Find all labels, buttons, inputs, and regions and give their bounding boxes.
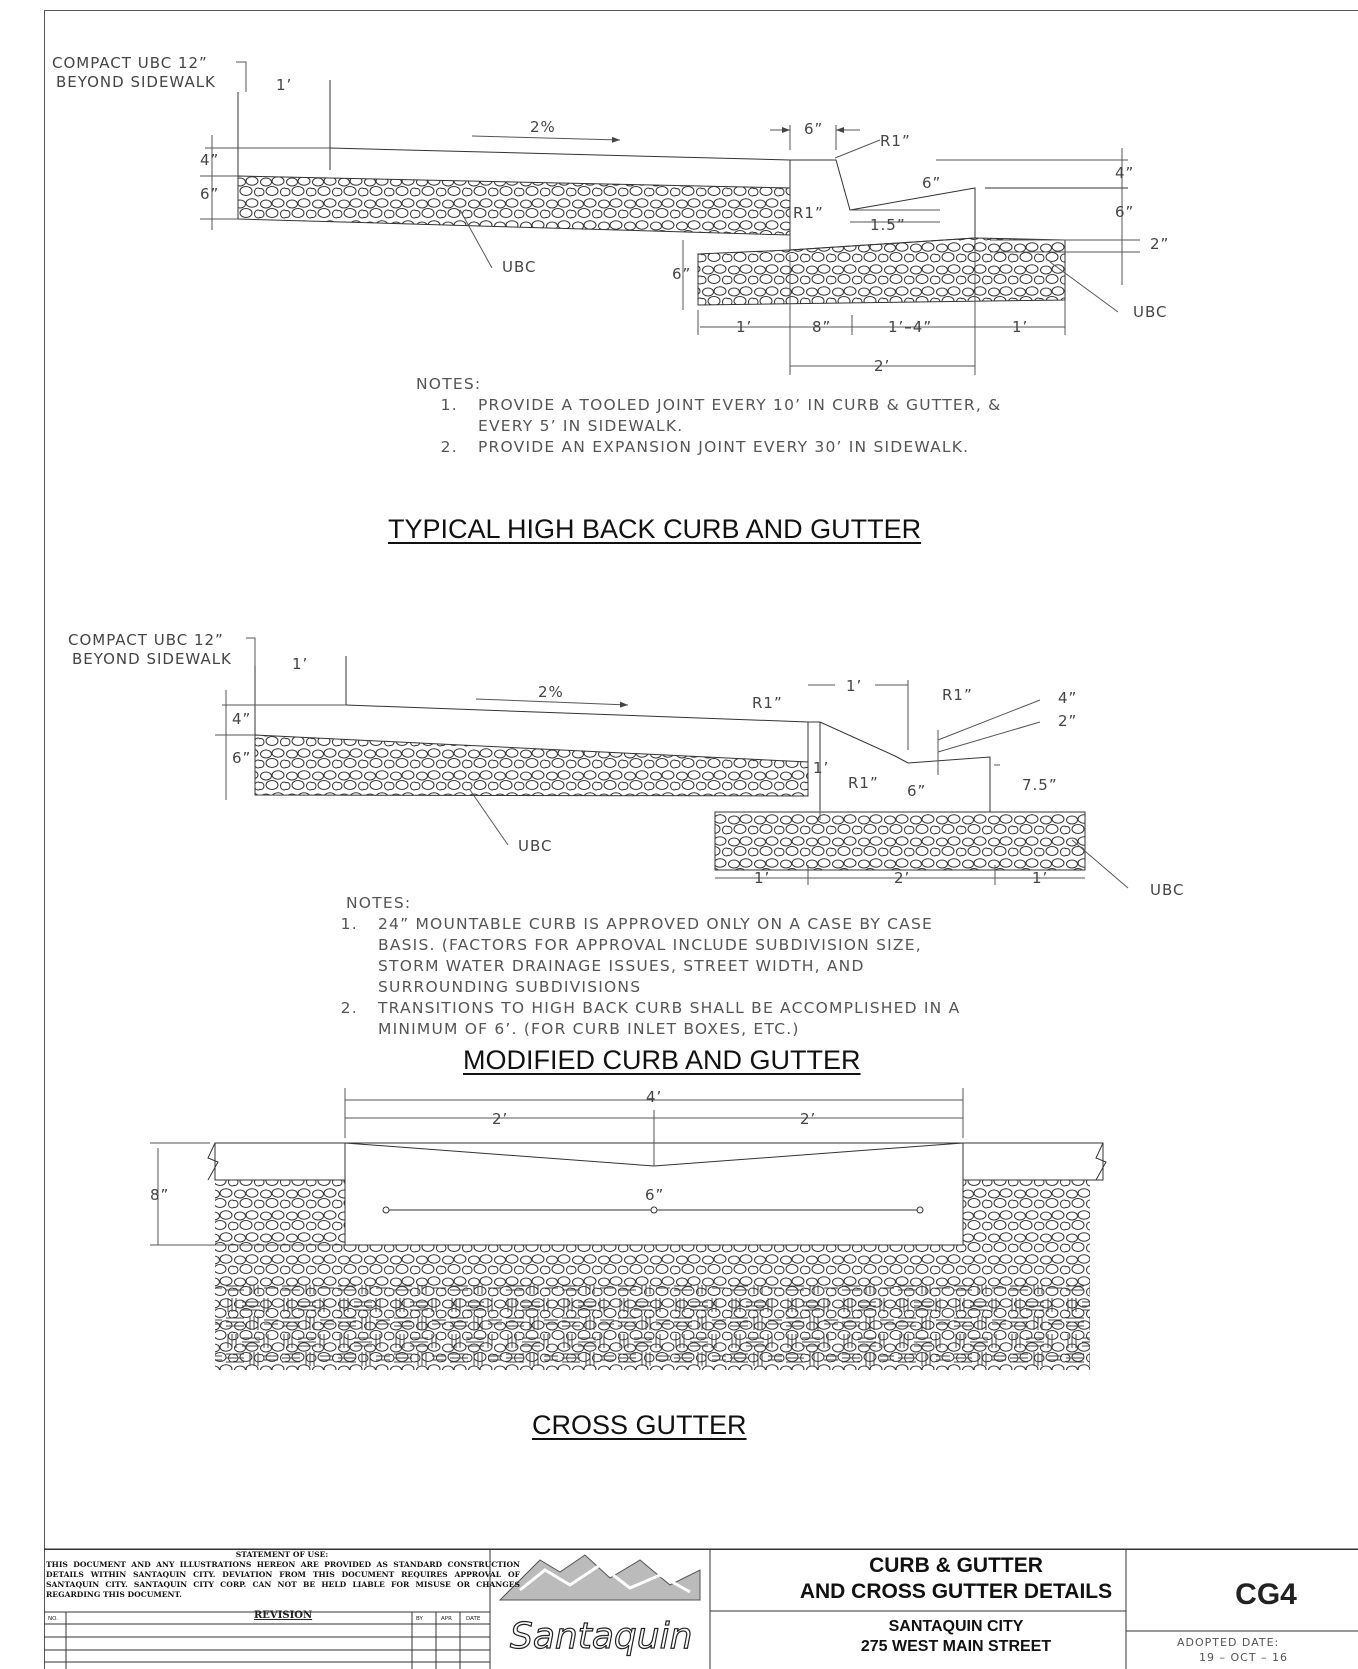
detail-title-1: TYPICAL HIGH BACK CURB AND GUTTER bbox=[388, 514, 922, 544]
dim2-b2: 2’ bbox=[894, 869, 910, 887]
dim2-six: 6” bbox=[907, 782, 926, 800]
note-item: TRANSITIONS TO HIGH BACK CURB SHALL BE A… bbox=[364, 998, 986, 1040]
detail-1-labels: COMPACT UBC 12” BEYOND SIDEWALK 1’ 2% 4”… bbox=[52, 54, 1169, 375]
note-item: 24” MOUNTABLE CURB IS APPROVED ONLY ON A… bbox=[364, 914, 986, 998]
title-block: STATEMENT OF USE: THIS DOCUMENT AND ANY … bbox=[44, 1549, 1358, 1669]
dim2-1ft: 1’ bbox=[292, 655, 308, 673]
dim2-4in: 4” bbox=[232, 710, 251, 728]
rev-col-apr: APR bbox=[441, 1616, 452, 1622]
detail-2-drawing bbox=[215, 637, 1129, 889]
dim2-top-1: 1’ bbox=[846, 677, 862, 695]
detail-2-labels: COMPACT UBC 12” BEYOND SIDEWALK 1’ 2% 4”… bbox=[68, 631, 1184, 899]
dim3-depth: 8” bbox=[150, 1186, 169, 1204]
detail-3-labels: 4’ 2’ 2’ 8” 6” bbox=[150, 1088, 816, 1204]
logo-wordmark: Santaquin bbox=[510, 1616, 692, 1657]
callout2-line-2: BEYOND SIDEWALK bbox=[72, 650, 232, 668]
dim2-b1r: 1’ bbox=[1032, 869, 1048, 887]
adopted-label: ADOPTED DATE: bbox=[1177, 1636, 1280, 1649]
note-item: PROVIDE A TOOLED JOINT EVERY 10’ IN CURB… bbox=[464, 395, 1056, 437]
dim-4in: 4” bbox=[200, 151, 219, 169]
ubc2-label-right: UBC bbox=[1150, 881, 1184, 899]
sheet-code: CG4 bbox=[1235, 1578, 1297, 1611]
notes-detail-1: NOTES: PROVIDE A TOOLED JOINT EVERY 10’ … bbox=[416, 374, 1056, 458]
dim-base-6: 6” bbox=[672, 265, 691, 283]
ubc-label-left: UBC bbox=[502, 258, 536, 276]
slope2-label: 2% bbox=[538, 683, 564, 701]
city-address: 275 WEST MAIN STREET bbox=[860, 1638, 1052, 1655]
radius2-a: R1” bbox=[752, 694, 783, 712]
revision-heading: REVISION bbox=[254, 1610, 313, 1621]
city-name: SANTAQUIN CITY bbox=[888, 1618, 1024, 1635]
dim-right-2: 2” bbox=[1150, 235, 1169, 253]
dim-curb-top: 6” bbox=[804, 120, 823, 138]
radius2-b: R1” bbox=[942, 686, 973, 704]
ubc-label-right: UBC bbox=[1133, 303, 1167, 321]
rev-col-date: DATE bbox=[466, 1616, 481, 1622]
statement-heading: STATEMENT OF USE: bbox=[235, 1550, 329, 1559]
notes-detail-2: NOTES: 24” MOUNTABLE CURB IS APPROVED ON… bbox=[346, 893, 986, 1040]
dim2-right-4: 4” bbox=[1058, 689, 1077, 707]
dim2-seven-half: 7.5” bbox=[1022, 776, 1058, 794]
detail-3-drawing bbox=[150, 1088, 1107, 1370]
dim-gutter: 6” bbox=[922, 174, 941, 192]
drawing-sheet bbox=[44, 10, 1358, 1669]
callout2-line-1: COMPACT UBC 12” bbox=[68, 631, 224, 649]
dim-b8: 8” bbox=[812, 318, 831, 336]
sheet-title-2: AND CROSS GUTTER DETAILS bbox=[799, 1580, 1113, 1603]
rev-col-by: BY bbox=[416, 1616, 423, 1622]
detail-title-2: MODIFIED CURB AND GUTTER bbox=[463, 1045, 861, 1075]
radius-top: R1” bbox=[880, 132, 911, 150]
callout-line-2: BEYOND SIDEWALK bbox=[56, 73, 216, 91]
dim3-right: 2’ bbox=[800, 1110, 816, 1128]
slope-label: 2% bbox=[530, 118, 556, 136]
dim2-right-2: 2” bbox=[1058, 712, 1077, 730]
dim2-b1: 1’ bbox=[754, 869, 770, 887]
adopted-date: 19 – OCT – 16 bbox=[1199, 1651, 1289, 1664]
dim-1-5in: 1.5” bbox=[870, 216, 906, 234]
dim2-6in: 6” bbox=[232, 749, 251, 767]
statement-of-use: STATEMENT OF USE: THIS DOCUMENT AND ANY … bbox=[44, 1550, 520, 1622]
callout-line-1: COMPACT UBC 12” bbox=[52, 54, 208, 72]
detail-1-drawing bbox=[200, 61, 1140, 375]
dim2-height-1: 1’ bbox=[813, 759, 829, 777]
radius-low: R1” bbox=[793, 204, 824, 222]
dim3-left: 2’ bbox=[492, 1110, 508, 1128]
dim-6in: 6” bbox=[200, 185, 219, 203]
sheet-title-1: CURB & GUTTER bbox=[869, 1554, 1043, 1577]
dim-1ft: 1’ bbox=[276, 76, 292, 94]
rev-col-no: NO. bbox=[48, 1616, 58, 1622]
detail-title-3: CROSS GUTTER bbox=[532, 1410, 747, 1440]
note-item: PROVIDE AN EXPANSION JOINT EVERY 30’ IN … bbox=[464, 437, 1056, 458]
dim-right-4: 4” bbox=[1115, 164, 1134, 182]
dim-b1r: 1’ bbox=[1012, 318, 1028, 336]
santaquin-logo: Santaquin bbox=[498, 1554, 701, 1658]
dim3-dip: 6” bbox=[645, 1186, 664, 1204]
ubc2-label-left: UBC bbox=[518, 837, 552, 855]
dim-b14: 1’–4” bbox=[888, 318, 932, 336]
radius2-c: R1” bbox=[848, 774, 879, 792]
dim3-total: 4’ bbox=[646, 1088, 662, 1106]
dim-b2: 2’ bbox=[874, 357, 890, 375]
notes-heading: NOTES: bbox=[346, 894, 412, 912]
notes-heading: NOTES: bbox=[416, 375, 482, 393]
dim-right-6: 6” bbox=[1115, 203, 1134, 221]
statement-body: THIS DOCUMENT AND ANY ILLUSTRATIONS HERE… bbox=[46, 1560, 520, 1599]
dim-b1: 1’ bbox=[736, 318, 752, 336]
